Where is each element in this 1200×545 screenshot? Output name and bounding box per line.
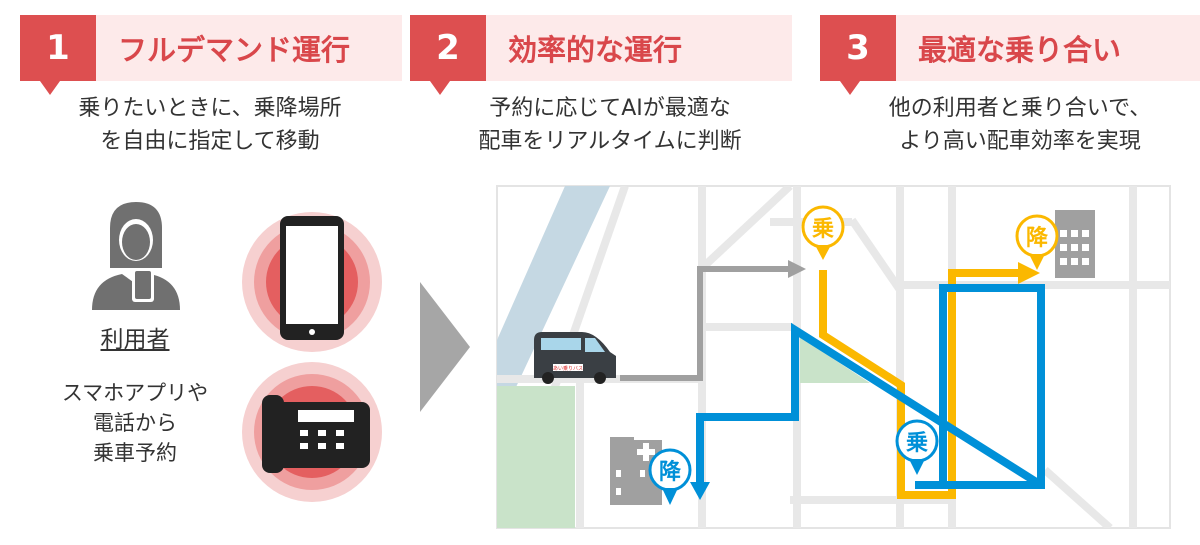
desc-line: 配車をリアルタイムに判断 <box>478 129 742 154</box>
user-icon <box>92 202 180 310</box>
step-number: 2 <box>410 15 486 95</box>
booking-description: スマホアプリや 電話から 乗車予約 <box>40 378 230 468</box>
user-label: 利用者 <box>100 327 170 353</box>
smartphone-icon <box>242 212 382 352</box>
vehicle-approach-route <box>620 266 790 381</box>
step-3-header: 3 最適な乗り合い <box>820 15 1200 95</box>
booking-line: 乗車予約 <box>93 441 177 465</box>
step-3-description: 他の利用者と乗り合いで、より高い配車効率を実現 <box>850 92 1190 158</box>
hospital-icon <box>610 437 662 505</box>
pin-label: 乗 <box>906 431 928 456</box>
desc-line: を自由に指定して移動 <box>100 129 320 154</box>
van-label: あい乗りバス <box>553 365 583 372</box>
office-building-icon <box>1055 210 1095 278</box>
desc-line: 他の利用者と乗り合いで、 <box>888 96 1152 121</box>
pickup-pin-blue: 乗 <box>895 419 939 475</box>
telephone-icon <box>242 362 382 502</box>
step-title: 効率的な運行 <box>486 15 792 81</box>
van-icon: あい乗りバス <box>534 332 616 384</box>
step-number: 3 <box>820 15 896 95</box>
step-title: 最適な乗り合い <box>896 15 1200 81</box>
pickup-pin-yellow: 乗 <box>801 205 845 260</box>
desc-line: 乗りたいときに、乗降場所 <box>78 96 342 121</box>
booking-line: スマホアプリや <box>61 381 209 405</box>
blue-route <box>915 284 1045 489</box>
flow-arrow-icon <box>420 282 470 412</box>
step-1-header: 1 フルデマンド運行 <box>20 15 402 95</box>
pin-label: 降 <box>659 460 682 485</box>
booking-line: 電話から <box>93 411 177 435</box>
step-title: フルデマンド運行 <box>96 15 402 81</box>
pin-label: 乗 <box>812 217 834 242</box>
step-number: 1 <box>20 15 96 95</box>
pin-label: 降 <box>1026 226 1049 251</box>
dropoff-pin-yellow: 降 <box>1015 214 1059 270</box>
step-1-description: 乗りたいときに、乗降場所を自由に指定して移動 <box>40 92 380 158</box>
step-2-description: 予約に応じてAIが最適な配車をリアルタイムに判断 <box>440 92 780 158</box>
yellow-route <box>819 269 1020 499</box>
step-2-header: 2 効率的な運行 <box>410 15 792 95</box>
desc-line: 予約に応じてAIが最適な <box>489 96 731 121</box>
dropoff-pin-blue: 降 <box>648 448 692 505</box>
desc-line: より高い配車効率を実現 <box>899 129 1141 154</box>
